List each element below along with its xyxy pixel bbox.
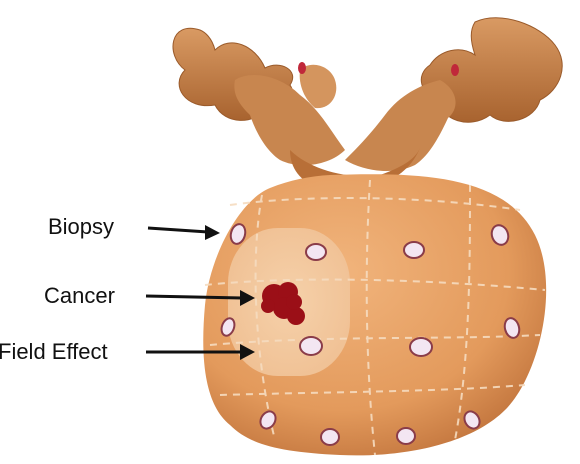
biopsy-arrow xyxy=(148,225,220,240)
biopsy-core xyxy=(404,242,424,258)
cancer-label: Cancer xyxy=(44,285,115,307)
biopsy-label: Biopsy xyxy=(48,216,114,238)
biopsy-core xyxy=(410,338,432,356)
field-effect-label: Field Effect xyxy=(0,341,108,363)
biopsy-core xyxy=(397,428,415,444)
biopsy-core xyxy=(300,337,322,355)
prostate-organ xyxy=(203,174,546,455)
biopsy-core xyxy=(306,244,326,260)
seminal-vesicles xyxy=(173,18,562,190)
biopsy-core xyxy=(321,429,339,445)
